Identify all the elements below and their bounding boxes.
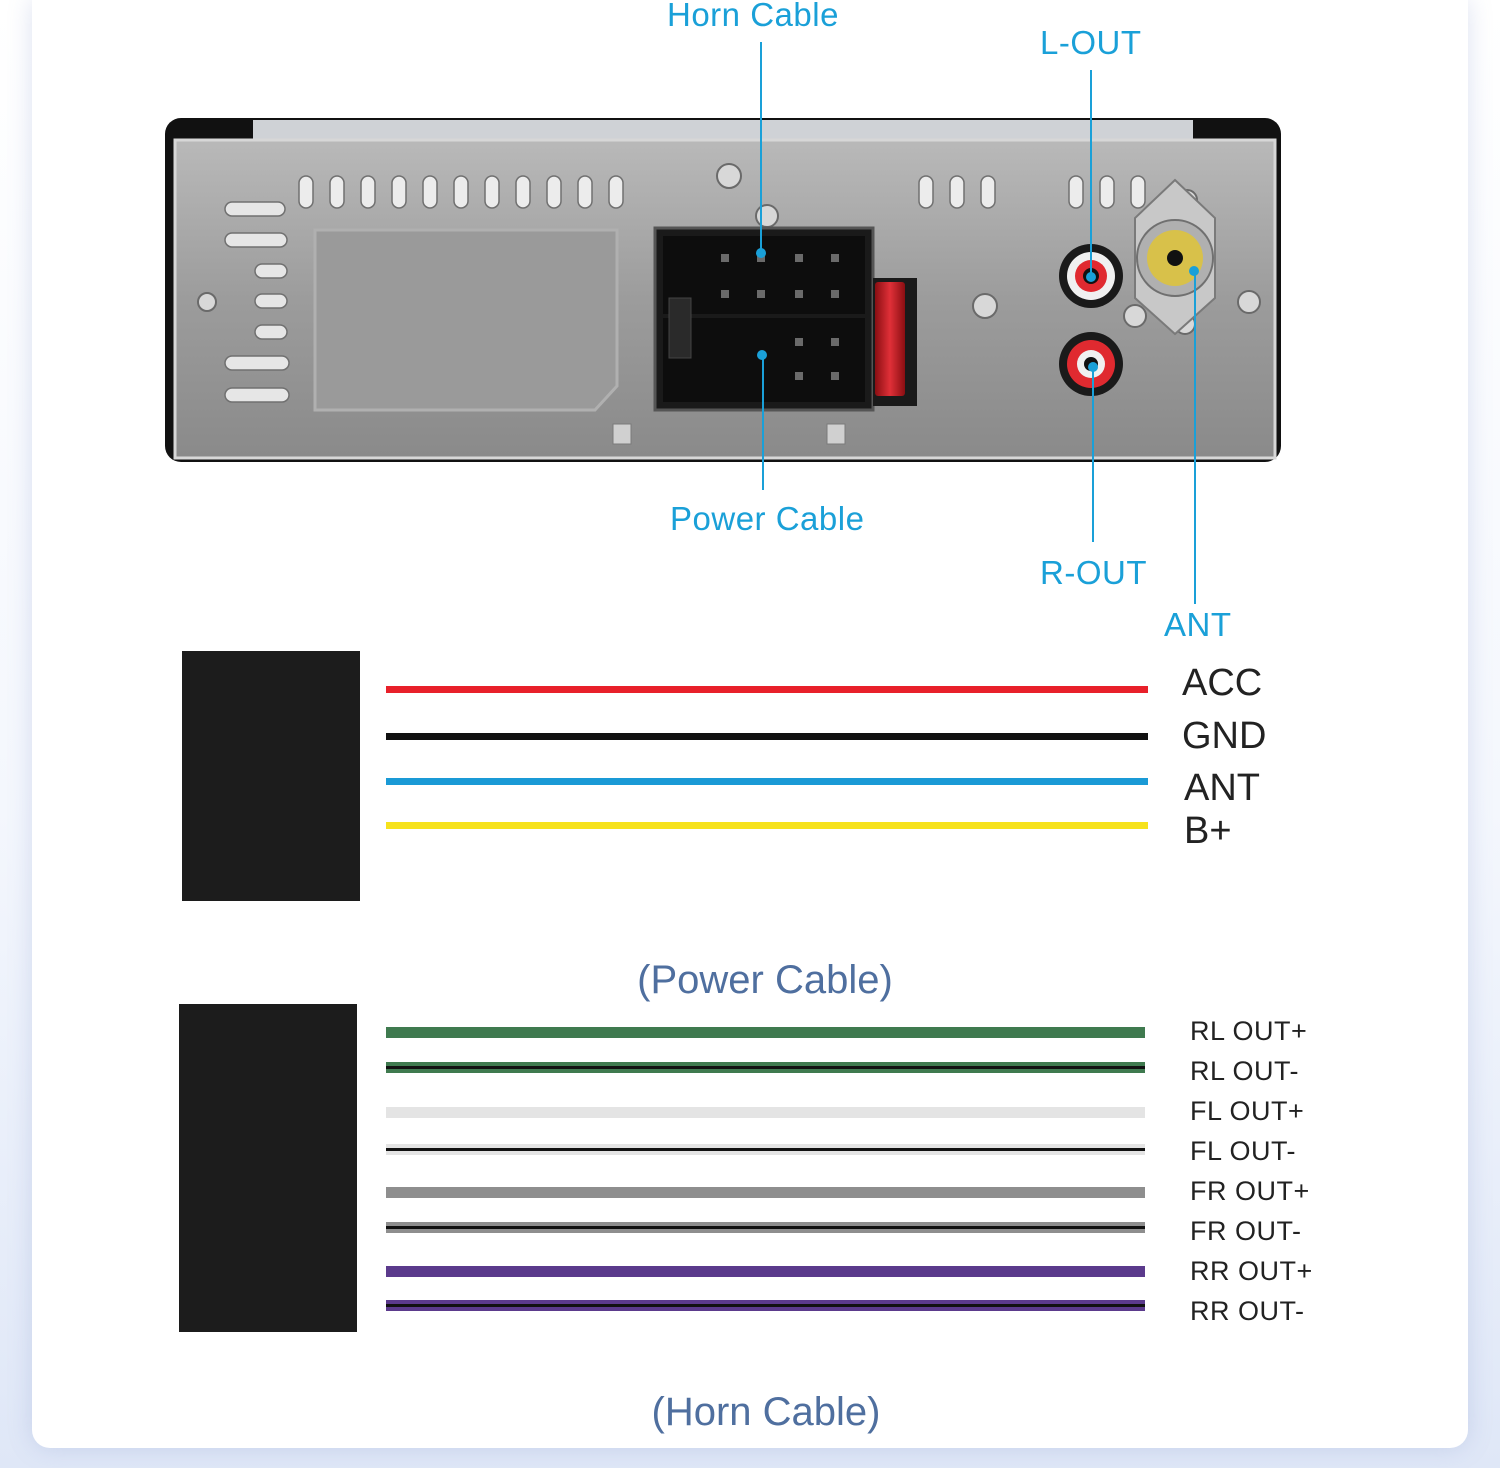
label-acc: ACC — [1182, 662, 1263, 704]
l-out-leader-line — [1090, 70, 1092, 276]
wire-ant — [386, 778, 1148, 785]
wire-rr-out-minus — [386, 1300, 1145, 1311]
ant-leader-line — [1194, 270, 1196, 604]
wire-gnd — [386, 733, 1148, 740]
wire-stripe — [386, 1148, 1145, 1151]
horn-cable-caption: (Horn Cable) — [651, 1390, 881, 1434]
wire-fr-out-minus — [386, 1222, 1145, 1233]
radio-rear-panel-drawing — [165, 118, 1281, 462]
wire-fr-out-plus — [386, 1187, 1145, 1198]
radio-rear-panel — [165, 118, 1281, 462]
wire-stripe — [386, 1304, 1145, 1307]
label-fr-out-plus: FR OUT+ — [1190, 1176, 1310, 1206]
horn-cable-leader-line — [760, 42, 762, 254]
wire-rr-out-plus — [386, 1266, 1145, 1277]
callout-power-cable: Power Cable — [670, 500, 865, 537]
callout-r-out: R-OUT — [1040, 554, 1147, 591]
horn-cable-leader-dot — [756, 248, 766, 258]
l-out-leader-dot — [1086, 272, 1096, 282]
r-out-leader-dot — [1088, 362, 1098, 372]
wire-fl-out-plus — [386, 1107, 1145, 1118]
power-connector-block — [182, 651, 360, 901]
power-cable-leader-dot — [757, 350, 767, 360]
wire-b-plus — [386, 822, 1148, 829]
label-fl-out-plus: FL OUT+ — [1190, 1096, 1305, 1126]
label-fl-out-minus: FL OUT- — [1190, 1136, 1297, 1166]
wire-stripe — [386, 1226, 1145, 1229]
label-rr-out-plus: RR OUT+ — [1190, 1256, 1313, 1286]
wire-acc — [386, 686, 1148, 693]
label-gnd: GND — [1182, 715, 1267, 757]
label-rl-out-minus: RL OUT- — [1190, 1056, 1300, 1086]
label-ant: ANT — [1184, 767, 1260, 809]
power-cable-leader-line — [762, 356, 764, 490]
label-b-plus: B+ — [1184, 810, 1232, 852]
wire-fl-out-minus — [386, 1144, 1145, 1155]
wire-stripe — [386, 1066, 1145, 1069]
horn-connector-block — [179, 1004, 357, 1332]
wire-rl-out-plus — [386, 1027, 1145, 1038]
callout-horn-cable: Horn Cable — [667, 0, 839, 33]
label-rl-out-plus: RL OUT+ — [1190, 1016, 1308, 1046]
label-fr-out-minus: FR OUT- — [1190, 1216, 1302, 1246]
callout-l-out: L-OUT — [1040, 24, 1142, 61]
wire-rl-out-minus — [386, 1062, 1145, 1073]
power-cable-caption: (Power Cable) — [637, 958, 893, 1002]
callout-ant: ANT — [1164, 606, 1232, 643]
ant-leader-dot — [1189, 266, 1199, 276]
r-out-leader-line — [1092, 366, 1094, 542]
label-rr-out-minus: RR OUT- — [1190, 1296, 1305, 1326]
